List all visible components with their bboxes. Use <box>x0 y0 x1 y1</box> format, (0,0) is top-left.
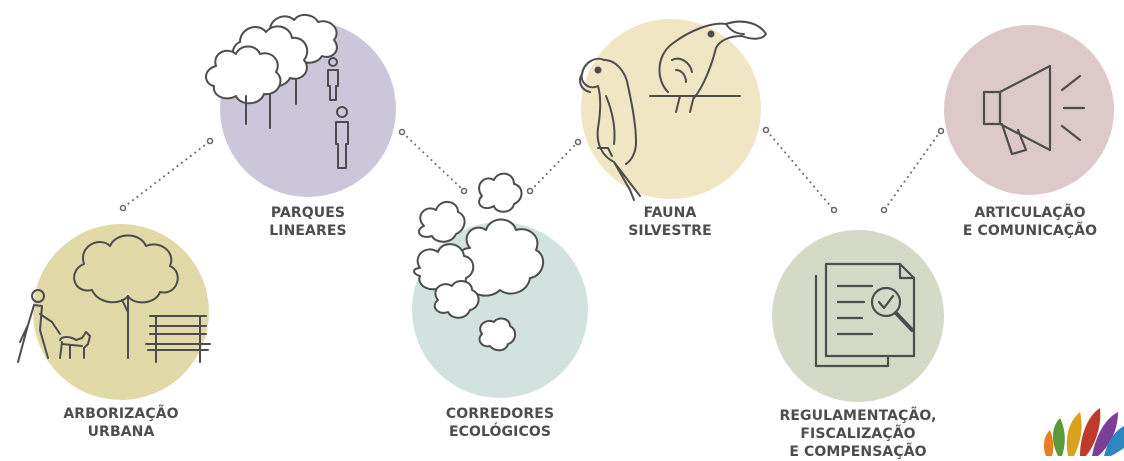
label-line: ARBORIZAÇÃO <box>63 406 179 422</box>
connector-regulamentacao-articulacao <box>884 131 941 210</box>
connector-dot <box>526 187 534 195</box>
label-line: FISCALIZAÇÃO <box>800 426 916 442</box>
document-search-icon <box>814 262 916 368</box>
label-line: FAUNA <box>643 205 697 221</box>
colorful-leaves-logo <box>1043 408 1124 456</box>
connector-end-dots <box>119 126 945 214</box>
connector-corredores-fauna <box>530 142 578 191</box>
person-walking-dog-tree-bench-icon <box>17 234 211 363</box>
label-line: PARQUES <box>270 205 346 221</box>
label-parques: PARQUES LINEARES <box>245 204 371 240</box>
label-fauna: FAUNA SILVESTRE <box>610 204 730 240</box>
label-line: URBANA <box>87 424 155 440</box>
connector-dot <box>937 127 945 135</box>
label-articulacao: ARTICULAÇÃO E COMUNICAÇÃO <box>960 204 1100 240</box>
connectors <box>123 130 941 210</box>
connector-dot <box>119 204 127 212</box>
node-circle-articulacao <box>944 25 1114 195</box>
megaphone-icon <box>982 64 1086 156</box>
node-circle-regulamentacao <box>772 230 944 402</box>
node-circle-fauna <box>581 19 761 199</box>
label-line: REGULAMENTAÇÃO, <box>779 408 937 424</box>
connector-dot <box>398 128 406 136</box>
parrot-toucan-icon <box>579 20 767 201</box>
label-corredores: CORREDORES ECOLÓGICOS <box>425 405 575 441</box>
connector-dot <box>574 138 582 146</box>
label-regulamentacao: REGULAMENTAÇÃO, FISCALIZAÇÃO E COMPENSAÇ… <box>770 407 946 461</box>
connector-dot <box>880 206 888 214</box>
cloud-trees-icon <box>413 172 545 352</box>
label-line: E COMPENSAÇÃO <box>789 444 927 460</box>
connector-dot <box>762 126 770 134</box>
connector-dot <box>460 187 468 195</box>
node-circle-arborizacao <box>33 224 209 400</box>
connector-arborizacao-parques <box>123 141 210 208</box>
label-line: ARTICULAÇÃO <box>974 205 1086 221</box>
label-line: ECOLÓGICOS <box>448 424 552 440</box>
label-line: SILVESTRE <box>628 223 712 239</box>
trees-people-icon <box>205 14 349 169</box>
connector-fauna-regulamentacao <box>766 130 834 210</box>
connector-dot <box>206 137 214 145</box>
connector-parques-corredores <box>402 132 464 191</box>
label-line: CORREDORES <box>445 406 555 422</box>
label-line: LINEARES <box>269 223 347 239</box>
connector-dot <box>830 206 838 214</box>
label-arborizacao: ARBORIZAÇÃO URBANA <box>46 405 196 441</box>
label-line: E COMUNICAÇÃO <box>962 223 1098 239</box>
